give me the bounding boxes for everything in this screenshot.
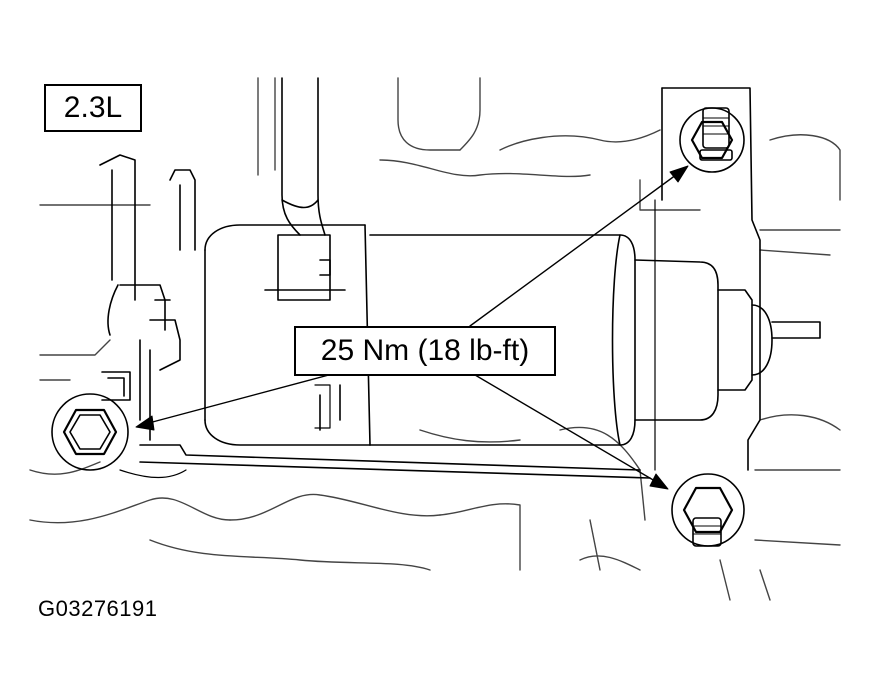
fuel-filter-body	[205, 225, 820, 445]
torque-spec-label: 25 Nm (18 lb-ft)	[294, 326, 556, 376]
background-outlines	[30, 78, 840, 600]
fuel-line-hose	[265, 78, 345, 300]
engine-size-label: 2.3L	[44, 84, 142, 132]
mounting-bracket	[120, 88, 760, 478]
upper-right-bolt	[680, 108, 744, 172]
figure-id-text: G03276191	[38, 596, 158, 621]
lower-right-bolt	[672, 474, 744, 546]
leader-lines	[136, 166, 688, 489]
left-bolt	[52, 394, 128, 470]
left-clip-bracket	[100, 155, 195, 440]
